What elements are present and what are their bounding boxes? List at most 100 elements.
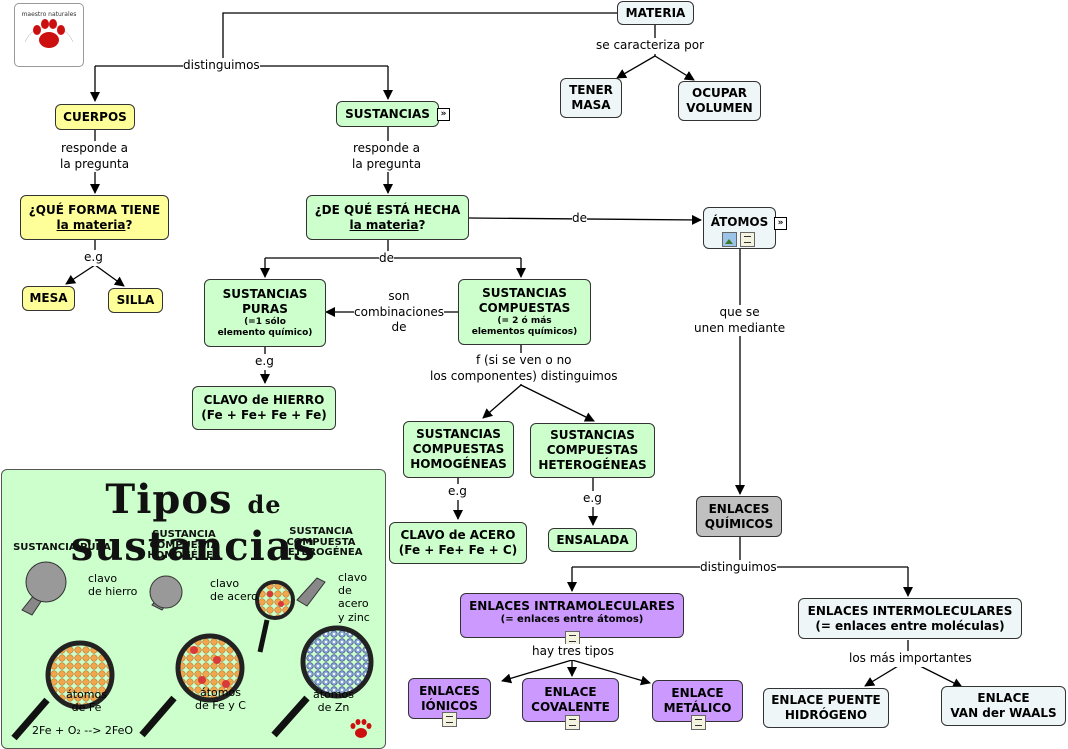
link-label: se caracteriza por — [596, 38, 704, 54]
node-label: SUSTANCIAS — [550, 428, 635, 442]
node-link[interactable]: la materia — [349, 217, 419, 232]
link-label-line: de — [391, 320, 407, 335]
svg-text:maestro naturales: maestro naturales — [22, 11, 77, 18]
document-resource-icon[interactable] — [691, 715, 706, 730]
link-label-line: los componentes) distinguimos — [430, 368, 618, 383]
link-label-line: combinaciones — [354, 304, 445, 319]
node-sustancias[interactable]: SUSTANCIAS — [336, 101, 439, 127]
node-label: MESA — [29, 291, 68, 305]
node-atomos[interactable]: ÁTOMOS — [703, 207, 776, 249]
node-clavo-hierro[interactable]: CLAVO de HIERRO (Fe + Fe+ Fe + Fe) — [192, 386, 336, 430]
node-label: ENLACE PUENTE — [771, 693, 881, 707]
expand-icon[interactable]: » — [774, 217, 787, 230]
node-enlaces-quimicos[interactable]: ENLACES QUÍMICOS — [696, 496, 782, 537]
link-label-line: que se — [719, 305, 760, 319]
annotation-line: clavo — [210, 577, 240, 590]
node-heterogeneas[interactable]: SUSTANCIAS COMPUESTAS HETEROGÉNEAS — [530, 423, 655, 478]
node-label: ENLACE — [671, 686, 724, 700]
node-materia[interactable]: MATERIA — [617, 1, 694, 25]
node-label: HIDRÓGENO — [784, 708, 868, 722]
node-label: COMPUESTAS — [478, 300, 571, 315]
node-label: ? — [418, 217, 426, 232]
node-ensalada[interactable]: ENSALADA — [548, 528, 637, 552]
node-clavo-acero[interactable]: CLAVO de ACERO (Fe + Fe+ Fe + C) — [389, 522, 527, 564]
node-label: elementos químicos) — [471, 327, 578, 337]
column-title-line: HETEROGÉNEA — [279, 547, 363, 558]
node-label: MATERIA — [625, 5, 686, 20]
annotation-line: de hierro — [88, 585, 138, 599]
node-label: COVALENTE — [531, 700, 610, 714]
column-title-line: SUSTANCIA PURA — [13, 542, 111, 553]
link-label: de — [379, 251, 394, 267]
panel-title-word: Tipos — [105, 476, 233, 523]
node-label: (=1 sólo — [244, 316, 286, 327]
node-que-forma[interactable]: ¿QUÉ FORMA TIENE la materia? — [20, 195, 169, 240]
annotation-line: y zinc — [338, 610, 370, 624]
node-label: (Fe + Fe+ Fe + C) — [398, 543, 518, 557]
node-label: ENSALADA — [556, 532, 629, 547]
expand-icon[interactable]: » — [437, 108, 450, 121]
node-link[interactable]: la materia — [56, 217, 126, 232]
node-homogeneas[interactable]: SUSTANCIAS COMPUESTAS HOMOGÉNEAS — [403, 421, 514, 478]
node-label: IÓNICOS — [421, 698, 478, 713]
link-label: de — [572, 211, 587, 227]
magnifier-2-icon — [139, 575, 245, 738]
node-label: ? — [125, 217, 133, 232]
node-label: METÁLICO — [663, 701, 732, 715]
document-resource-icon[interactable] — [442, 712, 457, 727]
link-label: los más importantes — [849, 651, 972, 667]
image-resource-icon[interactable] — [722, 232, 737, 247]
node-label: OCUPAR — [692, 86, 747, 100]
node-label: ¿QUÉ FORMA TIENE — [28, 202, 161, 217]
link-label-line: responde a — [61, 141, 129, 155]
node-sustancias-puras[interactable]: SUSTANCIAS PURAS (=1 sólo elemento quími… — [204, 279, 326, 347]
node-van-der-waals[interactable]: ENLACE VAN der WAALS — [941, 686, 1066, 726]
node-silla[interactable]: SILLA — [108, 288, 163, 313]
link-label: hay tres tipos — [532, 644, 614, 660]
panel-title-word: de — [247, 490, 282, 519]
node-intermoleculares[interactable]: ENLACES INTERMOLECULARES (= enlaces entr… — [798, 598, 1022, 639]
node-mesa[interactable]: MESA — [22, 286, 75, 311]
node-sustancias-compuestas[interactable]: SUSTANCIAS COMPUESTAS (= 2 ó más element… — [458, 279, 591, 345]
node-intramoleculares[interactable]: ENLACES INTRAMOLECULARES (= enlaces entr… — [460, 593, 684, 638]
annotation-line: de Fe y C — [195, 699, 246, 713]
node-label: ENLACE — [977, 691, 1030, 705]
link-label: distinguimos — [183, 58, 260, 74]
column-title-line: COMPUESTA — [286, 536, 356, 548]
annotation-line: de acero — [338, 584, 369, 611]
logo: maestro naturales — [14, 3, 84, 67]
node-label: SUSTANCIAS — [345, 106, 430, 121]
link-label-line: la pregunta — [60, 156, 130, 171]
node-label: ENLACES INTERMOLECULARES — [807, 603, 1013, 618]
node-label: ENLACES — [708, 501, 770, 516]
node-label: elemento químico) — [217, 328, 313, 338]
node-label: (= enlaces entre moléculas) — [815, 618, 1005, 633]
document-resource-icon[interactable] — [740, 232, 755, 247]
magnifier-illustrations — [11, 561, 374, 741]
link-label-line: responde a — [353, 141, 421, 155]
annotation-line: átomos — [66, 688, 107, 701]
node-de-que[interactable]: ¿DE QUÉ ESTÁ HECHA la materia? — [306, 195, 469, 240]
annotation-line: clavo — [88, 572, 118, 585]
node-cuerpos[interactable]: CUERPOS — [55, 104, 135, 130]
node-label: COMPUESTAS — [546, 443, 639, 457]
document-resource-icon[interactable] — [565, 715, 580, 730]
column-title-line: SUSTANCIA — [289, 526, 353, 537]
node-label: VAN der WAALS — [950, 706, 1057, 720]
node-label: SUSTANCIAS — [416, 427, 501, 441]
link-label: e.g — [448, 484, 467, 500]
node-enlace-puente-hidrogeno[interactable]: ENLACE PUENTE HIDRÓGENO — [763, 688, 889, 728]
node-enlace-covalente[interactable]: ENLACE COVALENTE — [522, 678, 619, 722]
annotation-line: átomos — [199, 686, 241, 699]
